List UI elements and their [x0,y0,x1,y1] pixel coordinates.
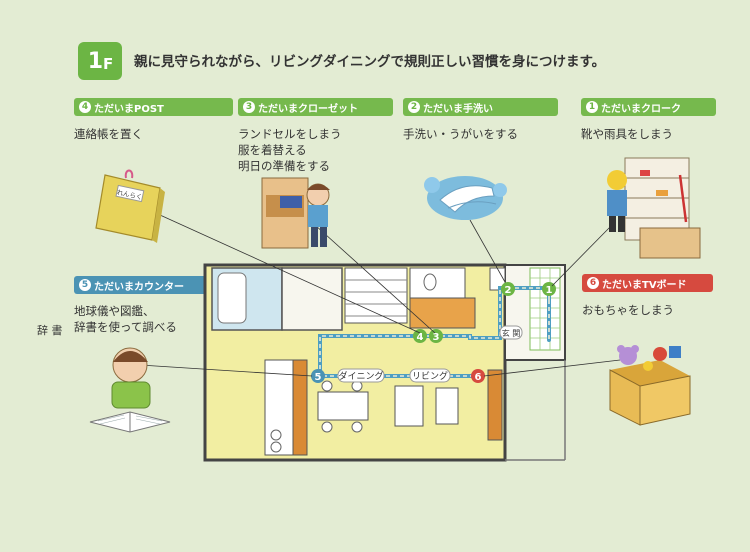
desc-line: 明日の準備をする [238,159,330,173]
desc-line: 服を着替える [238,143,307,157]
living-label-box [409,368,451,383]
plan-closet [409,297,476,329]
label-entrance: 玄 関 [502,328,521,338]
step-number: 3 [243,101,255,113]
svg-text:6: 6 [475,372,482,383]
card-title: ただいまクローク [601,103,681,115]
step-number: 4 [79,101,91,113]
plan-toilet [423,273,437,291]
card-cloak-desc: 靴や雨具をしまう [581,126,673,142]
leader-lines [139,214,621,377]
plan-bathtub [217,272,247,324]
desc-line: ランドセルをしまう [238,127,342,141]
step-number: 1 [586,101,598,113]
plan-shoe-closet [529,267,561,351]
route-path [318,286,551,378]
desc-line: 手洗い・うがいをする [403,127,518,141]
plan-toilet-room [409,267,466,299]
card-handwash-desc: 手洗い・うがいをする [403,126,518,142]
step-number: 5 [79,279,91,291]
card-title: ただいま手洗い [423,103,493,115]
closet-illustration [261,177,330,249]
card-closet-desc: ランドセルをしまう 服を着替える 明日の準備をする [238,126,342,174]
desc-line: おもちゃをしまう [582,303,674,317]
plan-tv-board [487,369,503,441]
step-number: 2 [408,101,420,113]
card-title: ただいまTVボード [602,279,687,291]
floor-unit: F [103,55,113,73]
handwash-illustration [424,176,507,220]
label-living: リビング [412,370,448,382]
card-title: ただいまPOST [94,103,164,115]
notebook-illustration: れんらく [95,169,165,243]
plan-stove [270,429,282,441]
card-title: ただいまクローゼット [258,103,358,115]
dining-label-box [337,368,385,383]
svg-text:1: 1 [546,285,553,296]
cloak-illustration [607,157,701,259]
route-marker-5: 5 [311,369,325,383]
svg-text:5: 5 [315,372,322,383]
plan-living-table [435,387,459,425]
desc-line: 連絡帳を置く [74,127,143,141]
plan-dining-table [317,391,369,421]
card-post-desc: 連絡帳を置く [74,126,143,142]
counter-illustration [89,347,171,433]
entrance-label-box [499,325,523,340]
route-marker-3: 3 [429,329,443,343]
svg-text:3: 3 [433,332,440,343]
plan-sofa [394,385,424,427]
page-title: 親に見守られながら、リビングダイニングで規則正しい習慣を身につけます。 [134,54,606,70]
toybox-illustration [609,345,691,426]
route-marker-2: 2 [501,282,515,296]
svg-text:2: 2 [505,285,512,296]
plan-study-counter [292,359,308,456]
plan-chairs [321,380,363,433]
plan-stairs [344,267,408,324]
card-counter-desc: 地球儀や図鑑、 辞書を使って調べる [74,303,177,335]
route-marker-4: 4 [413,329,427,343]
card-tvboard-desc: おもちゃをしまう [582,302,674,318]
label-dining: ダイニング [338,370,383,382]
counter-side-label: 辞 書 [37,323,63,337]
plan-washroom [281,267,343,331]
desc-line: 靴や雨具をしまう [581,127,673,141]
route-marker-6: 6 [471,369,485,383]
floor-number: 1 [87,48,103,74]
desc-line: 地球儀や図鑑、 [74,304,155,318]
card-title: ただいまカウンター [94,281,184,293]
svg-text:4: 4 [417,332,424,343]
desc-line: 辞書を使って調べる [74,320,177,334]
step-number: 6 [587,277,599,289]
floor-plan [203,263,566,462]
